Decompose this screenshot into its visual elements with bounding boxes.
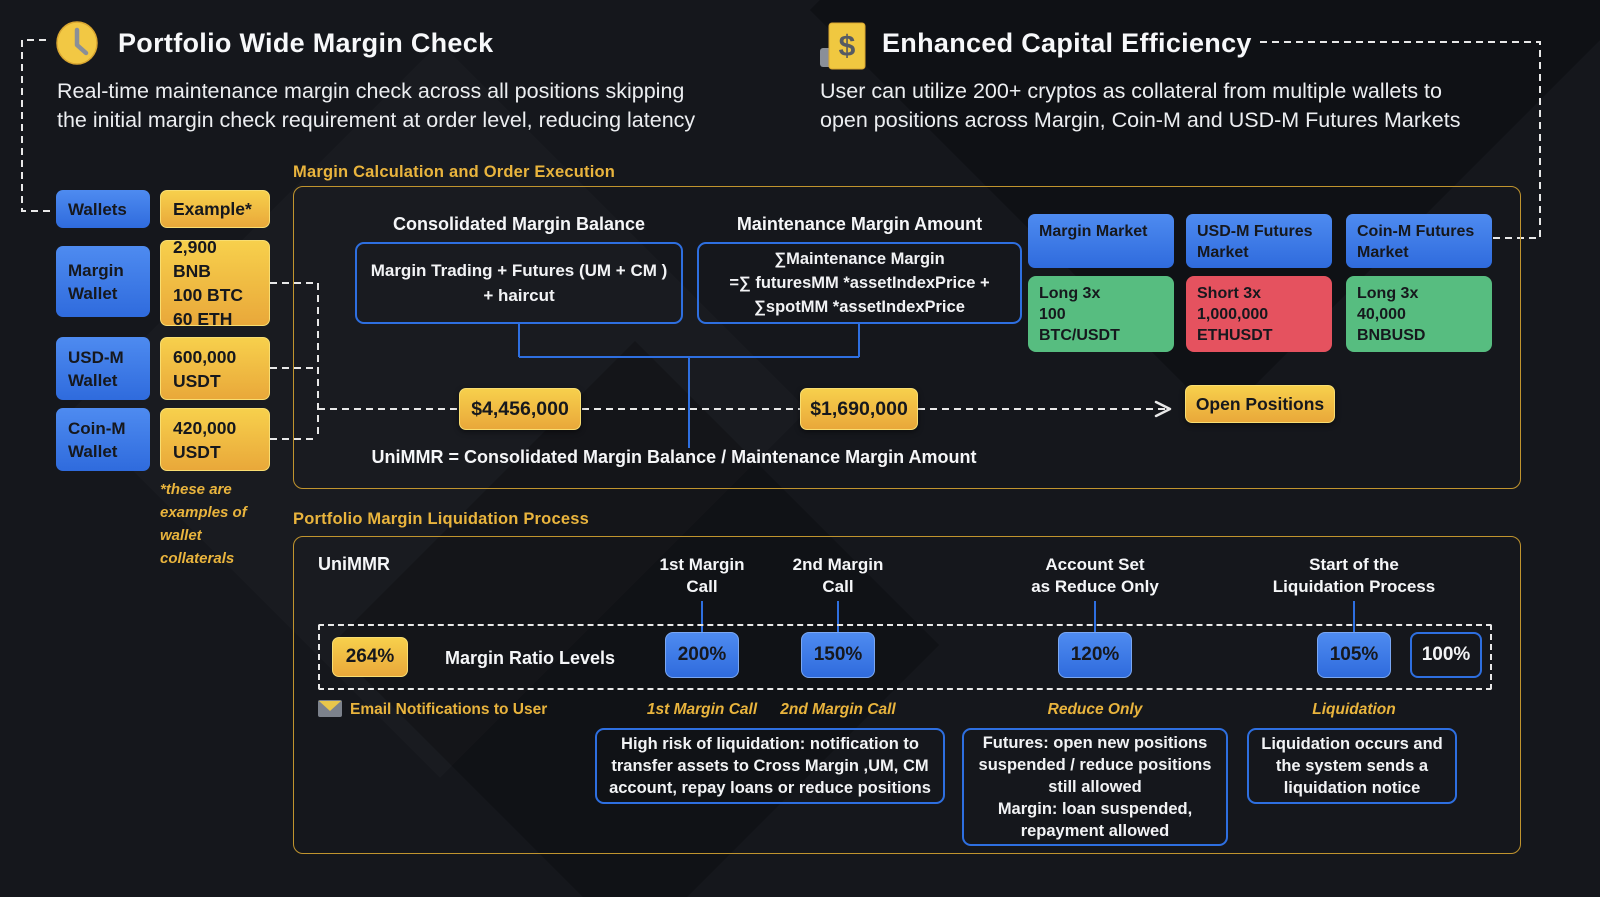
unimmr-label: UniMMR bbox=[318, 554, 390, 574]
stage-heading-1st-margin-call: 1st Margin Call bbox=[659, 555, 745, 596]
open-positions-badge: Open Positions bbox=[1185, 385, 1335, 423]
left-section-title: Portfolio Wide Margin Check bbox=[118, 28, 494, 58]
ratio-badge-200: 200% bbox=[665, 632, 739, 678]
collateral-footnote: *these are examples of wallet collateral… bbox=[160, 481, 247, 567]
margin-wallet-collateral-box: 2,900 BNB 100 BTC 60 ETH bbox=[160, 237, 270, 329]
margin-market-box: Margin Market bbox=[1028, 214, 1174, 268]
usdm-futures-market-box: USD-M Futures Market bbox=[1186, 214, 1332, 268]
margin-ratio-levels-label: Margin Ratio Levels bbox=[444, 648, 616, 668]
note-margin-call-box: High risk of liquidation: notification t… bbox=[595, 728, 945, 804]
clock-icon bbox=[56, 21, 98, 65]
money-icon: $ bbox=[820, 22, 866, 70]
coinm-wallet-collateral-box: 420,000 USDT bbox=[160, 408, 270, 471]
stage-heading-liquidation-start: Start of the Liquidation Process bbox=[1272, 555, 1436, 596]
usdm-wallet-collateral-box: 600,000 USDT bbox=[160, 337, 270, 400]
coinm-wallet-box: Coin-M Wallet bbox=[56, 408, 150, 471]
note-reduce-only-box: Futures: open new positions suspended / … bbox=[962, 728, 1228, 846]
wallets-header-box: Wallets bbox=[56, 190, 150, 228]
current-ratio-badge: 264% bbox=[332, 637, 408, 677]
email-icon bbox=[318, 700, 342, 717]
arrowhead-icon bbox=[1154, 400, 1172, 418]
maintenance-margin-heading: Maintenance Margin Amount bbox=[736, 214, 983, 234]
right-section-title: Enhanced Capital Efficiency bbox=[882, 28, 1252, 58]
ratio-badge-105: 105% bbox=[1317, 632, 1391, 678]
example-header-box: Example* bbox=[160, 190, 270, 228]
maintenance-margin-formula-box: ∑Maintenance Margin =∑ futuresMM *assetI… bbox=[697, 242, 1022, 324]
tag-liquidation: Liquidation bbox=[1312, 701, 1396, 718]
margin-wallet-box: Margin Wallet bbox=[56, 246, 150, 317]
stage-heading-reduce-only: Account Set as Reduce Only bbox=[1031, 555, 1159, 596]
margin-market-position-box: Long 3x 100 BTC/USDT bbox=[1028, 276, 1174, 352]
right-section-description: User can utilize 200+ cryptos as collate… bbox=[820, 79, 1461, 132]
coinm-futures-market-box: Coin-M Futures Market bbox=[1346, 214, 1492, 268]
tag-1st-margin-call: 1st Margin Call bbox=[646, 701, 758, 718]
consolidated-margin-formula-box: Margin Trading + Futures (UM + CM ) + ha… bbox=[355, 242, 683, 324]
liquidation-section-title: Portfolio Margin Liquidation Process bbox=[293, 510, 589, 528]
usdm-wallet-box: USD-M Wallet bbox=[56, 337, 150, 400]
ratio-badge-100: 100% bbox=[1410, 632, 1482, 678]
tag-reduce-only: Reduce Only bbox=[1047, 701, 1143, 718]
dashed-link-right-header-to-markets bbox=[1260, 41, 1541, 239]
usdm-futures-position-box: Short 3x 1,000,000 ETHUSDT bbox=[1186, 276, 1332, 352]
ratio-badge-120: 120% bbox=[1058, 632, 1132, 678]
note-liquidation-box: Liquidation occurs and the system sends … bbox=[1247, 728, 1457, 804]
margin-ratio-band bbox=[318, 624, 1492, 690]
svg-text:$: $ bbox=[839, 30, 856, 63]
dashed-link-left-header-to-wallets bbox=[21, 39, 54, 212]
margin-calc-section-title: Margin Calculation and Order Execution bbox=[293, 163, 616, 181]
consolidated-margin-value-badge: $4,456,000 bbox=[459, 388, 581, 430]
liquidation-panel bbox=[293, 536, 1521, 854]
tag-2nd-margin-call: 2nd Margin Call bbox=[780, 701, 896, 718]
consolidated-margin-heading: Consolidated Margin Balance bbox=[392, 214, 646, 234]
unimmr-formula: UniMMR = Consolidated Margin Balance / M… bbox=[371, 447, 977, 467]
left-section-description: Real-time maintenance margin check acros… bbox=[57, 79, 696, 132]
maintenance-margin-value-badge: $1,690,000 bbox=[800, 388, 918, 430]
ratio-badge-150: 150% bbox=[801, 632, 875, 678]
email-notifications-label: Email Notifications to User bbox=[350, 701, 548, 718]
stage-heading-2nd-margin-call: 2nd Margin Call bbox=[792, 555, 884, 596]
margin-calc-panel bbox=[293, 186, 1521, 489]
coinm-futures-position-box: Long 3x 40,000 BNBUSD bbox=[1346, 276, 1492, 352]
